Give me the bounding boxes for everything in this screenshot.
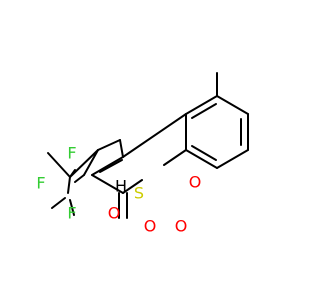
atom-f2: F [36,174,45,193]
bonds [47,72,249,219]
atom-h: H [115,177,127,196]
bond-thio-3 [83,149,99,176]
bond-cf3-1 [69,149,99,178]
bond-cf3-3 [69,169,76,178]
bond-benzene-1 [216,95,249,115]
atom-f1: F [67,144,76,163]
atom-o-carbonyl: O [175,217,188,236]
bond-benzene-3 [216,149,249,169]
bond-benzene-4 [185,149,218,169]
bond-pyran-4-inner [99,159,123,173]
bond-cf3-2 [47,152,71,178]
atom-f3: F [67,204,76,223]
bond-sulfonyl-2 [69,199,75,216]
bond-pyran-4 [91,156,124,176]
molecule-structure-diagram: F F F H S O O O O [36,72,249,236]
bond-pyran-3 [91,174,124,194]
atom-o-sulfonyl-2: O [144,217,157,236]
atom-o-sulfonyl-1: O [108,204,121,223]
bond-benzene-6 [185,95,218,115]
atom-o-ring: O [189,173,202,192]
bond-thio-2 [97,139,121,151]
bond-pyran-5 [122,113,187,158]
bond-pyran-1 [163,149,187,166]
bond-benzene-6-inner [191,103,217,119]
bond-benzene-4-inner [191,145,217,161]
atom-labels: F F F H S O O O O [36,144,201,236]
bond-cf3-4 [67,176,71,194]
bond-thio-4 [74,174,85,183]
bond-sulfonyl-1 [51,197,66,209]
atom-s: S [134,184,144,203]
bond-pyran-2 [122,179,143,194]
bond-thio-1 [119,139,124,158]
molecule-svg: F F F H S O O O O [36,72,249,236]
